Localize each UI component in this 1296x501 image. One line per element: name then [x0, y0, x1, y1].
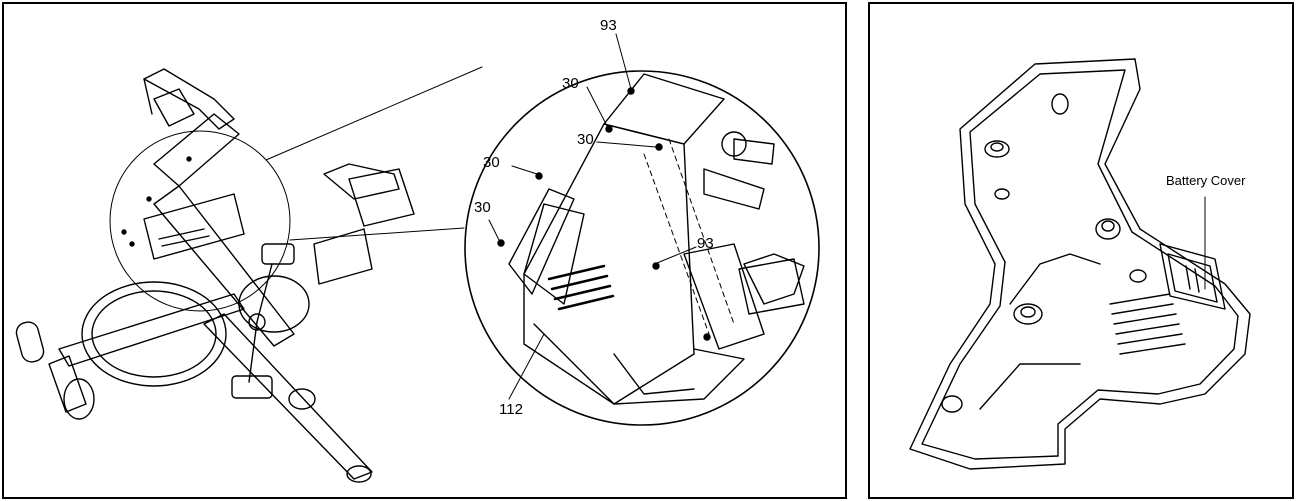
callout-112: 112	[499, 401, 523, 418]
cover-part-panel: Battery Cover	[868, 2, 1294, 499]
cover-part-drawing	[909, 58, 1251, 470]
callout-93-right: 93	[697, 235, 714, 252]
callout-30-c: 30	[483, 154, 500, 171]
callout-30-a: 30	[562, 75, 579, 92]
callout-93-top: 93	[600, 17, 617, 34]
bike-assembly-panel: 93 30 30 30 30 93 112	[2, 2, 847, 499]
bike-assembly-drawing	[15, 33, 820, 483]
callout-30-d: 30	[474, 199, 491, 216]
battery-cover-label: Battery Cover	[1166, 173, 1246, 188]
callout-30-b: 30	[577, 131, 594, 148]
